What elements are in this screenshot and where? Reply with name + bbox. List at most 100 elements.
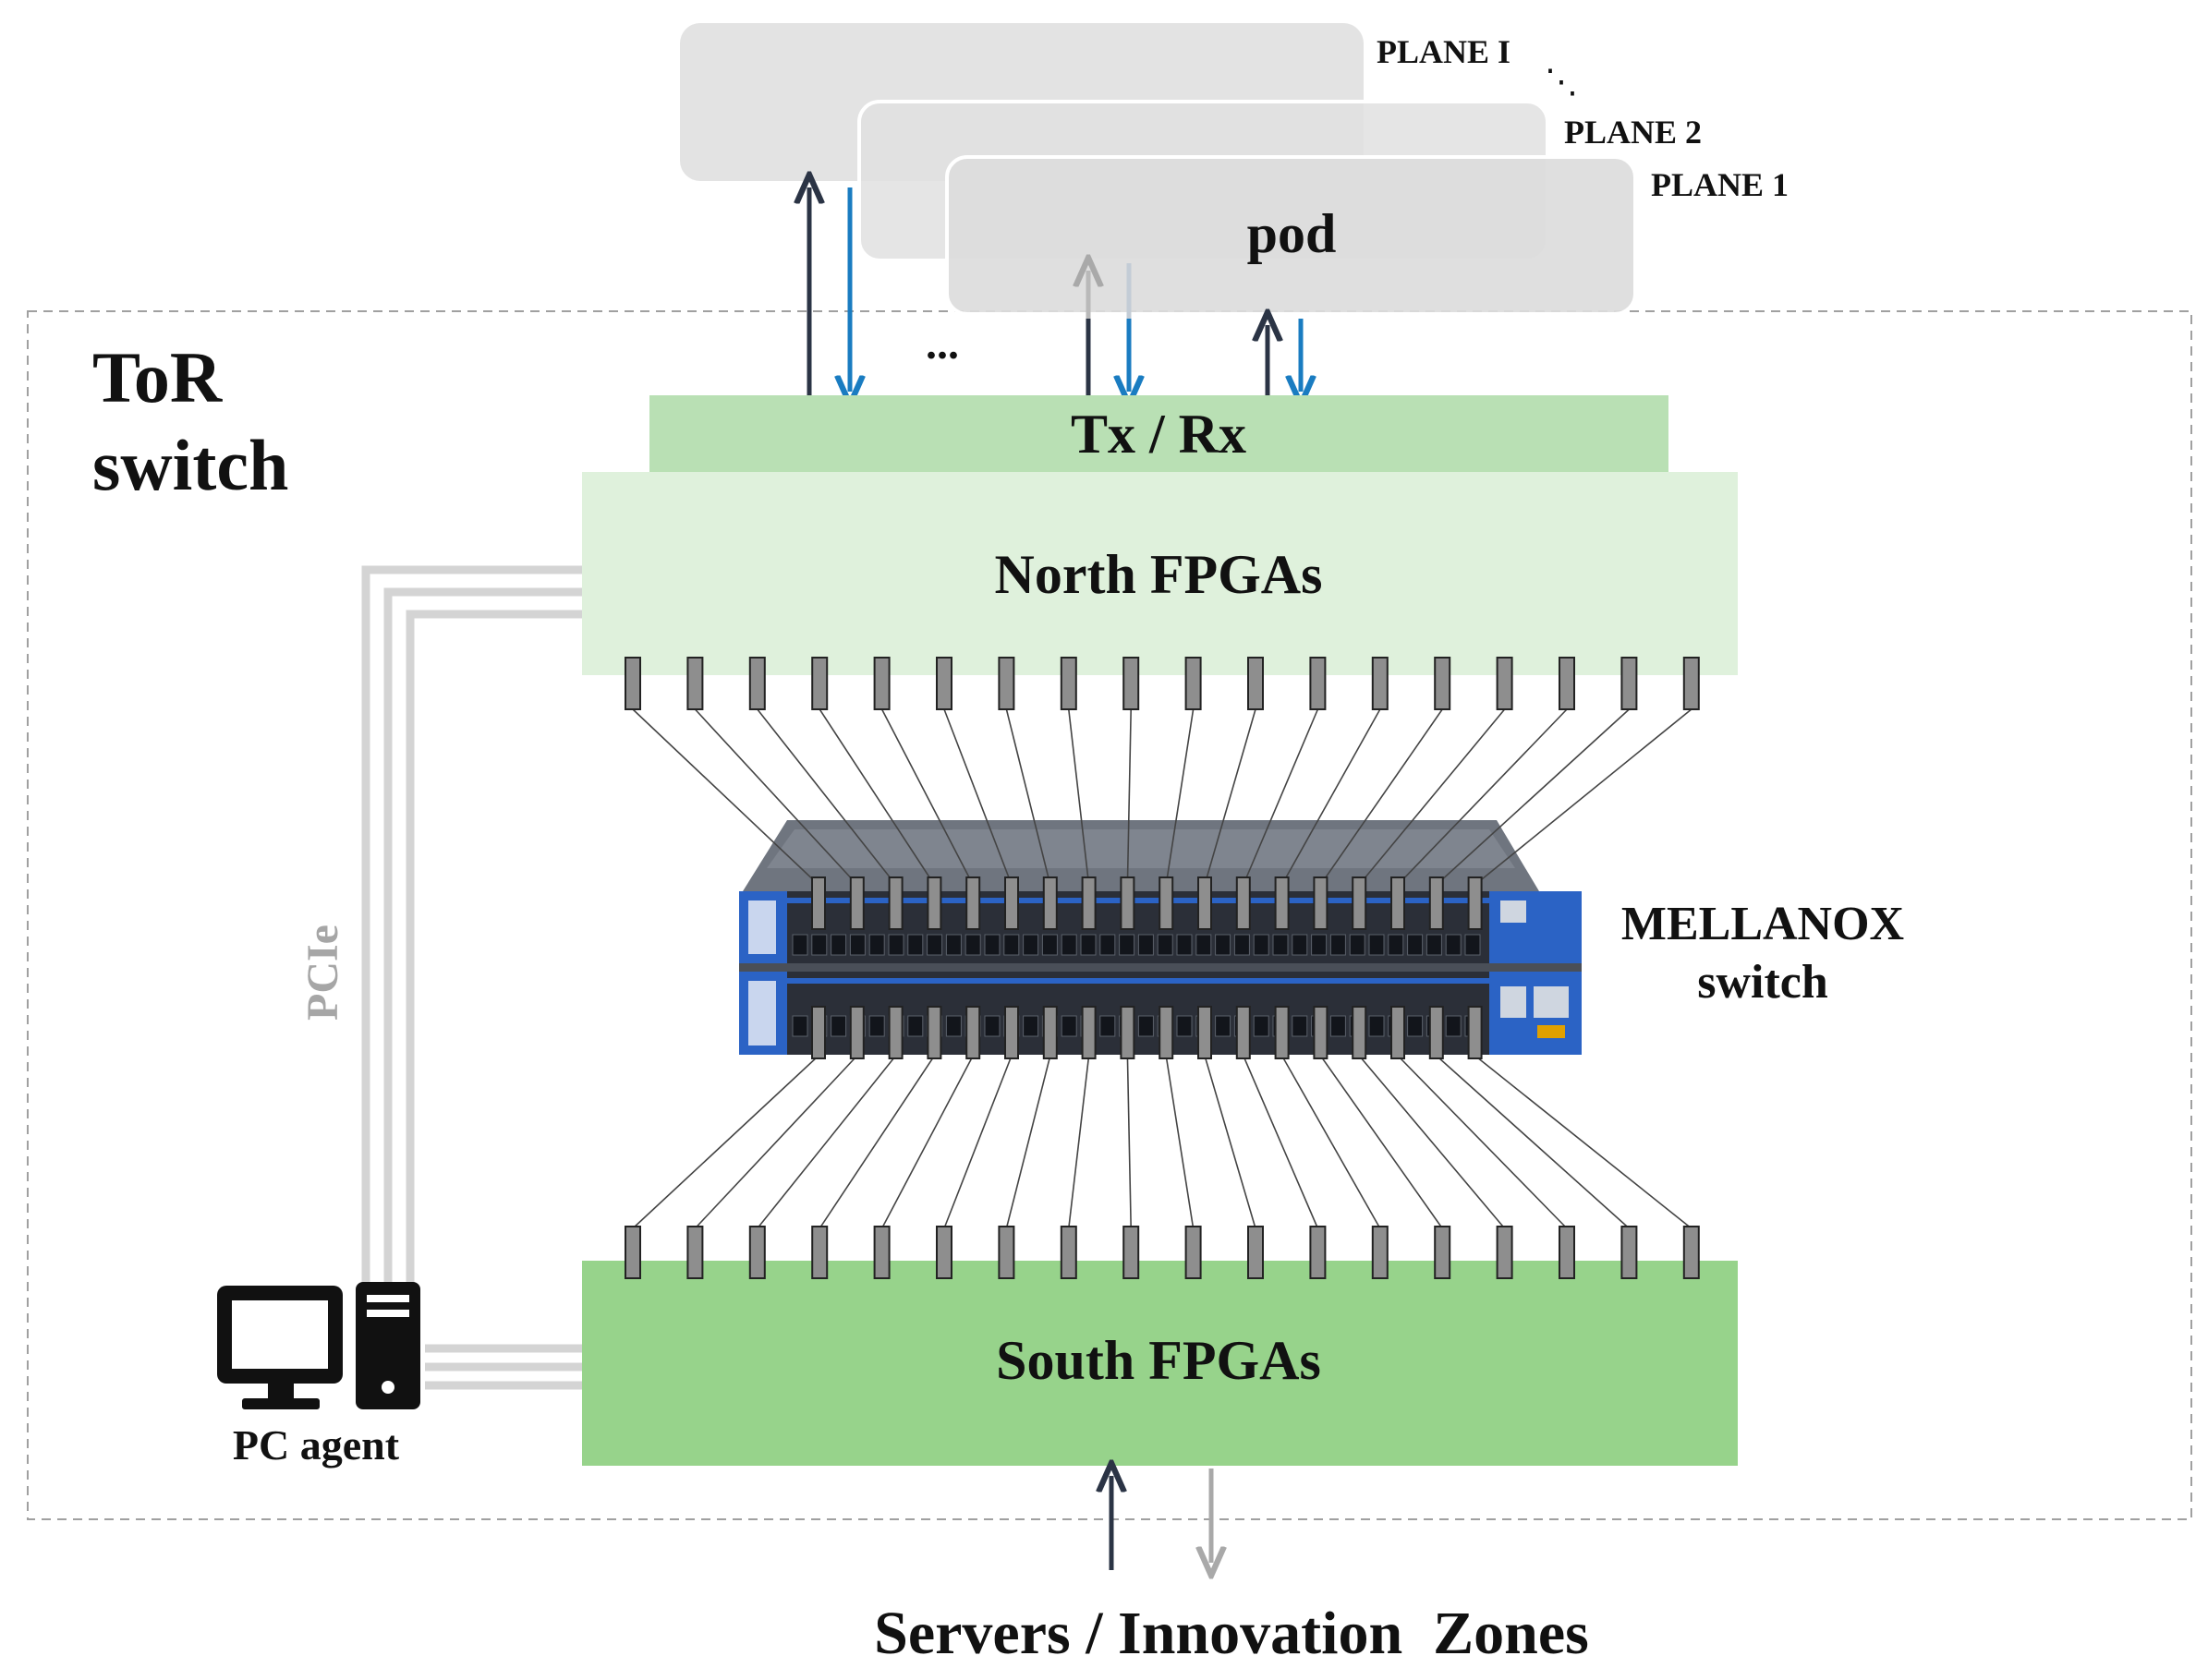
pcie-line-1	[361, 565, 582, 1302]
mellanox-label-line1: MELLANOX	[1621, 898, 1904, 950]
north-cable	[694, 708, 858, 886]
north-connector	[748, 657, 766, 710]
switch-port	[1215, 934, 1231, 956]
north-cable	[1280, 708, 1381, 886]
north-cable	[1474, 708, 1692, 886]
switch-port	[907, 1015, 924, 1037]
north-connector	[625, 657, 641, 710]
switch-plug-top	[1274, 876, 1290, 930]
switch-port	[1388, 934, 1404, 956]
switch-plug-bottom	[811, 1006, 826, 1059]
switch-port	[1176, 1015, 1193, 1037]
switch-port	[831, 1015, 847, 1037]
south-connector	[1309, 1226, 1327, 1279]
switch-port	[1061, 934, 1077, 956]
switch-port	[1137, 1015, 1154, 1037]
north-cable	[1204, 708, 1256, 886]
north-connectors	[625, 657, 1700, 710]
switch-port	[1176, 934, 1193, 956]
south-cable	[1436, 1055, 1630, 1229]
switch-port	[1137, 934, 1154, 956]
switch-plug-top	[888, 876, 904, 930]
south-cable	[1165, 1055, 1195, 1229]
switch-port	[964, 934, 981, 956]
south-connector	[1559, 1226, 1575, 1279]
switch-port	[984, 934, 1001, 956]
south-cable	[632, 1055, 819, 1229]
north-connector	[998, 657, 1015, 710]
switch-plug-bottom	[927, 1006, 942, 1059]
switch-port	[1329, 1015, 1346, 1037]
north-connector	[1122, 657, 1140, 710]
south-connector	[873, 1226, 891, 1279]
switch-port	[811, 934, 828, 956]
pcie-bundle	[361, 565, 582, 1390]
switch-plug-top	[965, 876, 981, 930]
switch-port	[1368, 934, 1385, 956]
switch-port	[1272, 934, 1289, 956]
switch-port	[1253, 1015, 1269, 1037]
switch-port	[1464, 934, 1481, 956]
north-connector	[686, 657, 704, 710]
north-connector	[1496, 657, 1513, 710]
switch-plug-bottom	[1042, 1006, 1058, 1059]
south-connector	[1122, 1226, 1140, 1279]
south-cable	[819, 1055, 936, 1229]
switch-port	[1368, 1015, 1385, 1037]
switch-plug-top	[927, 876, 942, 930]
south-cable	[694, 1055, 858, 1229]
switch-port	[1329, 934, 1346, 956]
switch-port	[1099, 934, 1116, 956]
switch-plug-top	[1235, 876, 1251, 930]
north-cable	[1126, 708, 1132, 886]
north-connector	[1682, 657, 1700, 710]
north-cable	[1436, 708, 1630, 886]
switch-port	[1023, 1015, 1039, 1037]
switch-plug-top	[1004, 876, 1019, 930]
switch-port	[831, 934, 847, 956]
plane-continuation-dots: ⋱	[1545, 63, 1578, 100]
switch-plug-bottom	[1428, 1006, 1444, 1059]
switch-plug-bottom	[1313, 1006, 1328, 1059]
switch-port	[927, 934, 943, 956]
south-connector	[1247, 1226, 1264, 1279]
south-cable	[1005, 1055, 1051, 1229]
switch-port	[1215, 1015, 1231, 1037]
switch-plug-top	[1313, 876, 1328, 930]
switch-plug-top	[811, 876, 826, 930]
pcie-line-2	[383, 587, 582, 1302]
north-cable	[757, 708, 897, 886]
south-connector	[1620, 1226, 1638, 1279]
switch-port	[1407, 934, 1424, 956]
switch-plug-bottom	[849, 1006, 865, 1059]
south-cable	[1280, 1055, 1381, 1229]
pc-agent-label: PC agent	[233, 1421, 400, 1468]
south-connector	[1682, 1226, 1700, 1279]
south-cable	[1319, 1055, 1443, 1229]
plane-1-label: PLANE 1	[1651, 166, 1789, 203]
south-cable-fanout	[632, 1055, 1692, 1229]
switch-plugs	[811, 876, 1483, 1059]
south-cable	[1243, 1055, 1319, 1229]
plane-i-label: PLANE I	[1377, 33, 1510, 70]
switch-port	[1253, 934, 1269, 956]
north-fpgas-block	[582, 472, 1738, 675]
switch-port	[1445, 934, 1462, 956]
north-cable	[1358, 708, 1506, 886]
south-fpgas-label: South FPGAs	[996, 1330, 1321, 1391]
switch-port	[1292, 934, 1308, 956]
north-fpgas-label: North FPGAs	[995, 544, 1323, 605]
switch-port	[1041, 934, 1058, 956]
switch-port	[1099, 1015, 1116, 1037]
switch-port	[1233, 934, 1250, 956]
north-connector	[1247, 657, 1264, 710]
switch-port	[1407, 1015, 1424, 1037]
south-connector	[625, 1226, 641, 1279]
switch-port	[1425, 934, 1442, 956]
south-cable	[1126, 1055, 1132, 1229]
north-connector	[811, 657, 829, 710]
switch-plug-top	[1081, 876, 1097, 930]
pcie-line-3	[406, 610, 582, 1302]
north-cable	[632, 708, 819, 886]
